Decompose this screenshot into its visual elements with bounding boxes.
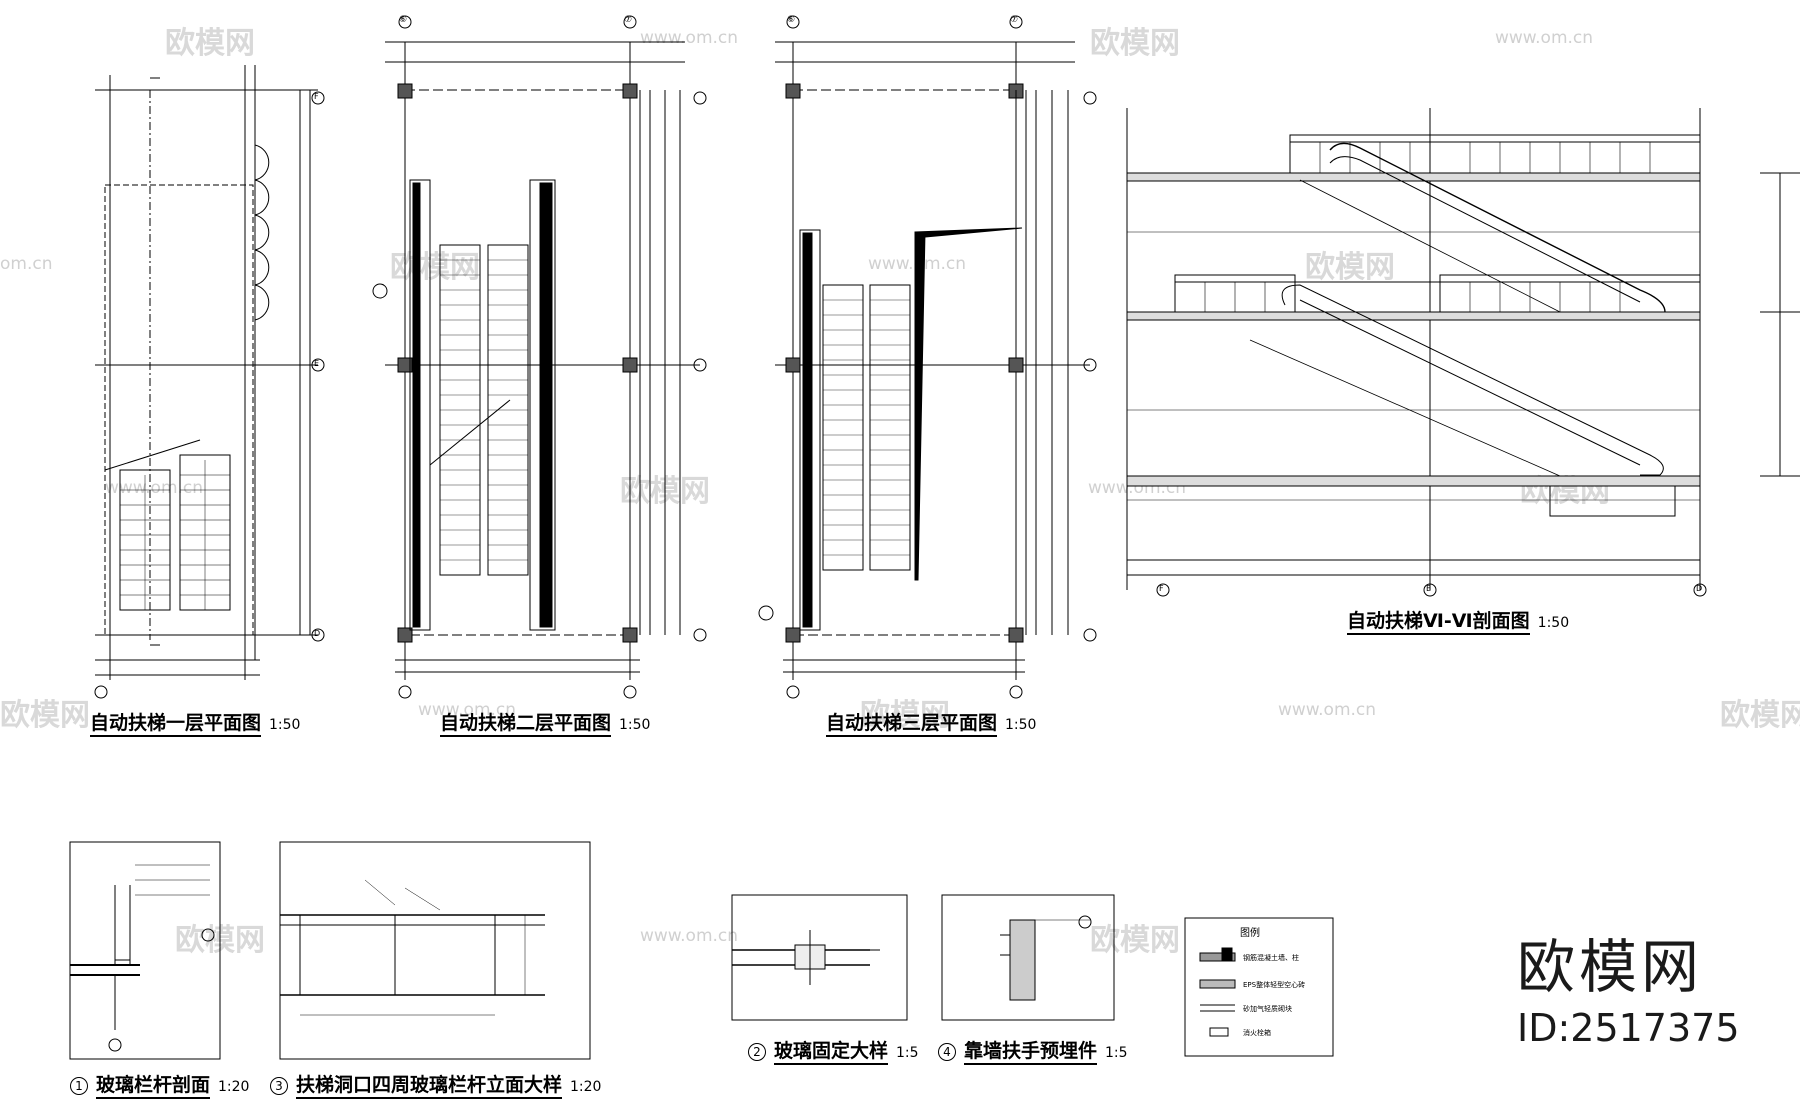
axis-label: E [1426, 584, 1432, 593]
watermark-url: www.om.cn [640, 926, 739, 946]
legend-item: 砂加气轻质砌块 [1243, 1005, 1292, 1013]
legend-item: 钢筋混凝土墙、柱 [1243, 954, 1299, 962]
axis-label: ⑦ [1010, 15, 1019, 25]
brand-id: ID:2517375 [1517, 1006, 1740, 1050]
legend-drawing [1184, 917, 1334, 1057]
watermark-brand: 欧模网 [1305, 250, 1395, 285]
axis-label: ⑦ [624, 15, 633, 25]
legend-item: 消火栓箱 [1243, 1029, 1271, 1037]
axis-label: ⑥ [399, 15, 408, 25]
watermark-brand: 欧模网 [860, 698, 950, 733]
detail2-drawing [731, 894, 908, 1021]
axis-label: D [314, 629, 321, 638]
axis-label: D [1696, 584, 1703, 593]
plan2-drawing [372, 15, 707, 699]
detail3-drawing [279, 841, 591, 1060]
brand-logo: 欧模网 [1517, 933, 1704, 1001]
watermark-url: www.om.cn [105, 478, 204, 498]
watermark-brand: 欧模网 [0, 698, 90, 733]
watermark-url: www.om.cn [1278, 700, 1377, 720]
plan3-drawing [758, 15, 1097, 699]
axis-label: E [314, 359, 320, 368]
plan1-drawing [94, 65, 325, 699]
axis-label: ⑥ [787, 15, 796, 25]
watermark-brand: 欧模网 [1720, 698, 1800, 733]
axis-label: F [1159, 584, 1164, 593]
detail4-drawing [941, 894, 1115, 1021]
watermark-url: www.om.cn [418, 700, 517, 720]
section-drawing [1126, 108, 1800, 597]
watermark-url: www.om.cn [1495, 28, 1594, 48]
watermark-brand: 欧模网 [1090, 26, 1180, 61]
axis-label: F [314, 92, 319, 101]
watermark-url: om.cn [0, 254, 53, 274]
watermark-brand: 欧模网 [1090, 923, 1180, 958]
watermark-brand: 欧模网 [165, 26, 255, 61]
legend-item: EPS整体轻型空心砖 [1243, 981, 1306, 989]
watermark-url: www.om.cn [640, 28, 739, 48]
legend-title: 图例 [1240, 928, 1260, 939]
detail1-drawing [69, 841, 221, 1060]
